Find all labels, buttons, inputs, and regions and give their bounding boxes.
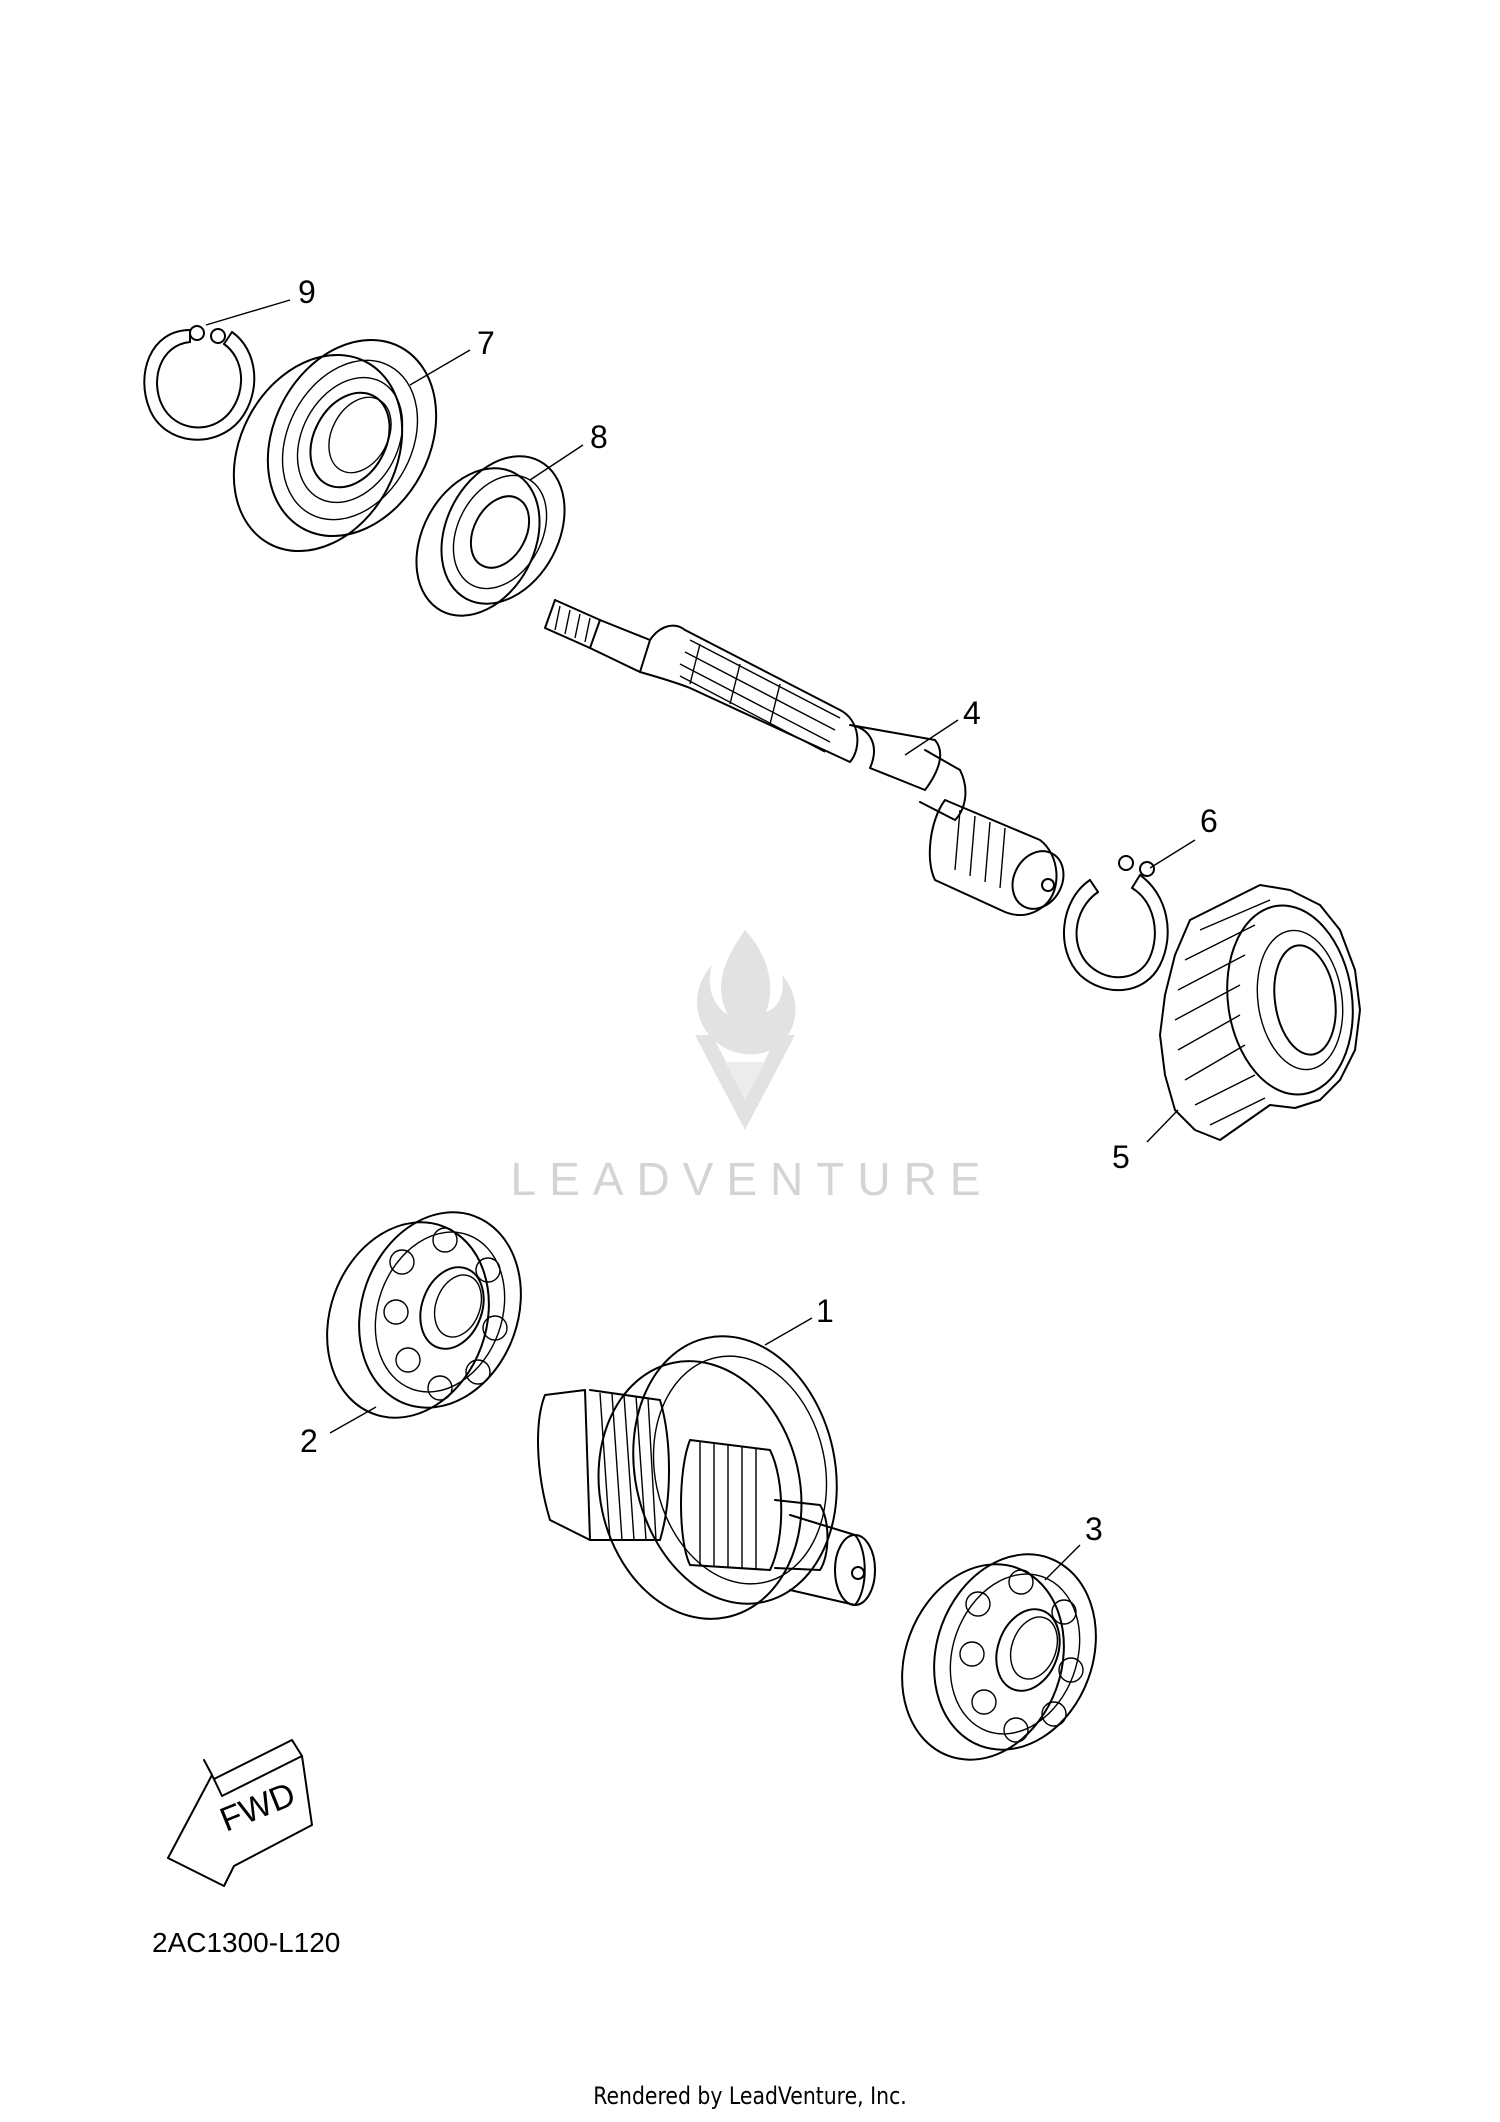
callout-6: 6 <box>1200 803 1218 839</box>
leader-line-4 <box>904 719 959 756</box>
callout-9: 9 <box>298 274 316 310</box>
part-5-gear <box>1159 884 1361 1141</box>
callout-2: 2 <box>300 1423 318 1459</box>
callout-1: 1 <box>816 1293 834 1329</box>
callouts: 9 7 8 4 6 5 1 2 3 <box>205 274 1218 1581</box>
callout-8: 8 <box>590 419 608 455</box>
callout-3: 3 <box>1085 1511 1103 1547</box>
leader-line-6 <box>1149 839 1196 869</box>
part-4-shaft <box>544 599 1065 916</box>
callout-7: 7 <box>477 325 495 361</box>
diagram-code: 2AC1300-L120 <box>152 1927 341 1958</box>
part-7-bearing <box>232 338 438 553</box>
leader-line-5 <box>1146 1109 1179 1143</box>
part-6-circlip <box>1063 855 1169 992</box>
watermark: LEADVENTURE <box>511 930 994 1205</box>
part-1-gear-assembly <box>537 1335 876 1620</box>
fwd-label: FWD <box>215 1775 301 1839</box>
part-8-bearing <box>415 455 566 617</box>
leader-line-1 <box>764 1317 813 1346</box>
leadventure-flame-icon <box>695 930 796 1130</box>
callout-5: 5 <box>1112 1139 1130 1175</box>
rendered-by-footer: Rendered by LeadVenture, Inc. <box>593 2082 907 2110</box>
leader-line-3 <box>1044 1544 1081 1581</box>
part-2-bearing <box>326 1211 522 1419</box>
callout-4: 4 <box>963 695 981 731</box>
part-9-circlip <box>143 325 256 441</box>
leader-line-2 <box>329 1406 377 1434</box>
leader-line-7 <box>409 349 471 386</box>
leader-line-8 <box>529 444 584 481</box>
leader-line-9 <box>205 299 291 326</box>
watermark-text: LEADVENTURE <box>511 1153 994 1205</box>
fwd-arrow-icon: FWD <box>167 1739 313 1887</box>
part-3-bearing <box>901 1553 1097 1761</box>
